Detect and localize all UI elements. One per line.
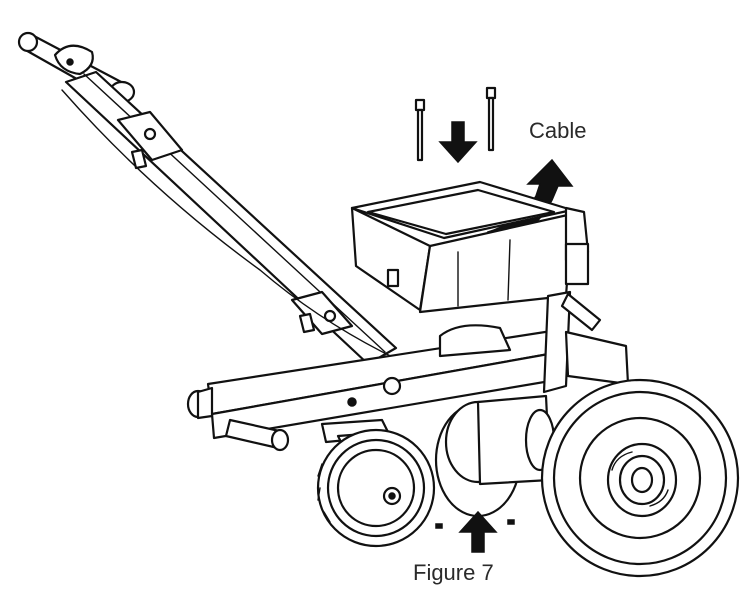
hopper xyxy=(350,180,590,314)
caster-wheel xyxy=(316,418,436,548)
figure-caption: Figure 7 xyxy=(413,560,494,585)
mark-left xyxy=(435,523,443,529)
bolt-left xyxy=(414,98,426,162)
rear-wheel xyxy=(540,378,740,578)
push-handle xyxy=(17,31,421,371)
down-arrow-icon xyxy=(438,121,478,164)
cable-label: Cable xyxy=(529,118,587,143)
mark-right xyxy=(507,519,515,525)
up-arrow-icon xyxy=(458,510,498,553)
bolt-right xyxy=(485,86,497,152)
drum xyxy=(434,324,556,518)
